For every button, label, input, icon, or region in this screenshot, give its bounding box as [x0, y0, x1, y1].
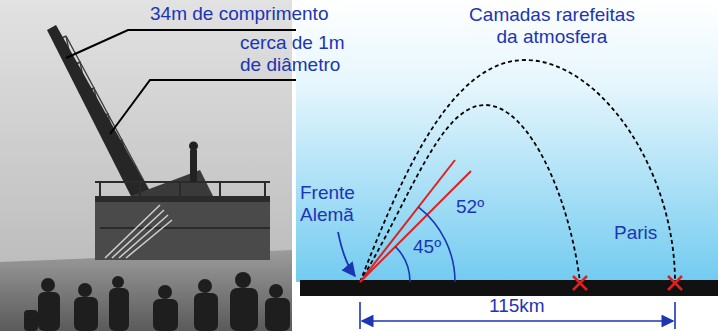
- spectators: [24, 272, 290, 331]
- gun-platform: [95, 142, 270, 261]
- region-label: Camadas rarefeitas da atmosfera: [462, 4, 642, 48]
- angle-arcs: [395, 207, 455, 282]
- impact-mark: [668, 276, 682, 290]
- place-label: Paris: [614, 222, 657, 244]
- dimension-label: 115km: [486, 296, 548, 315]
- gun-barrel: [47, 25, 160, 220]
- impact-marks: [573, 276, 682, 290]
- ground-band: [300, 280, 718, 296]
- dimension-label: cerca de 1m de diâmetro: [240, 32, 358, 76]
- impact-mark: [573, 276, 587, 290]
- label-anchor: 52º: [456, 196, 484, 218]
- sky-band: [296, 0, 718, 282]
- photo-ground: [0, 250, 292, 331]
- trajectories: [360, 60, 675, 282]
- dimension-label: 34m de comprimento: [150, 3, 328, 25]
- launch-line-45: [360, 171, 471, 282]
- pointer-arrow: [338, 232, 355, 276]
- label-anchor: 34m de comprimento: [150, 3, 328, 25]
- label-anchor: Camadas rarefeitas da atmosfera: [462, 4, 642, 48]
- label-anchor: cerca de 1m de diâmetro: [240, 32, 358, 76]
- label-anchor: Frente Alemã: [300, 182, 366, 226]
- launch-lines: [360, 160, 471, 282]
- label-anchor: 45º: [413, 236, 441, 258]
- angle-label: 52º: [456, 196, 484, 218]
- trajectory-45: [360, 105, 580, 282]
- label-anchor: Paris: [614, 222, 657, 244]
- angle-label: 45º: [413, 236, 441, 258]
- place-label: Frente Alemã: [300, 182, 366, 226]
- angle-arc-45: [395, 247, 410, 282]
- trajectory-52: [360, 60, 675, 282]
- launch-line-52: [360, 160, 455, 282]
- label-anchor: 115km: [486, 296, 548, 315]
- trajectory-diagram: [296, 0, 718, 329]
